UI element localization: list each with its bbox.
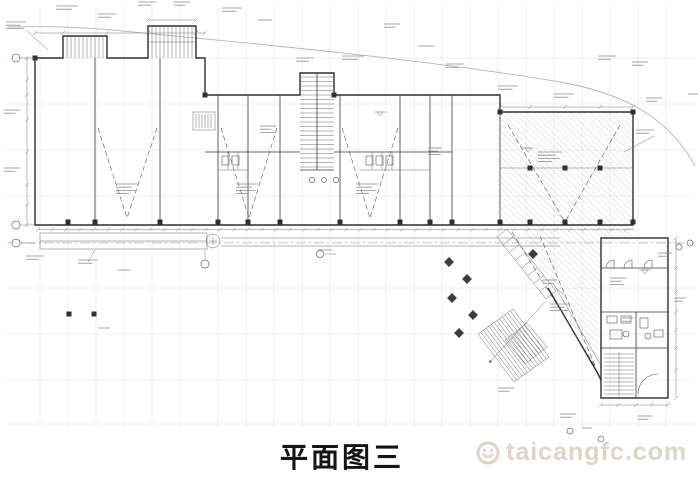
dimension-chains bbox=[24, 17, 679, 408]
landscape-elements bbox=[444, 249, 538, 338]
watermark: taicangfc.com bbox=[476, 438, 687, 467]
right-wing-block bbox=[600, 237, 669, 399]
watermark-text: taicangfc.com bbox=[506, 438, 688, 466]
exterior-ramp bbox=[477, 301, 550, 383]
interior-partitions bbox=[94, 58, 633, 225]
dashed-reference-lines bbox=[97, 124, 621, 369]
annotation-text-marks bbox=[4, 1, 698, 429]
staircases bbox=[66, 26, 557, 300]
smiley-face-icon bbox=[476, 441, 500, 464]
road-boundary-line bbox=[7, 26, 696, 167]
structural-columns bbox=[32, 55, 636, 317]
sheet-title: 平面图三 bbox=[279, 443, 405, 474]
south-canopy-walkway bbox=[39, 232, 560, 250]
grid-bubbles bbox=[11, 53, 694, 443]
